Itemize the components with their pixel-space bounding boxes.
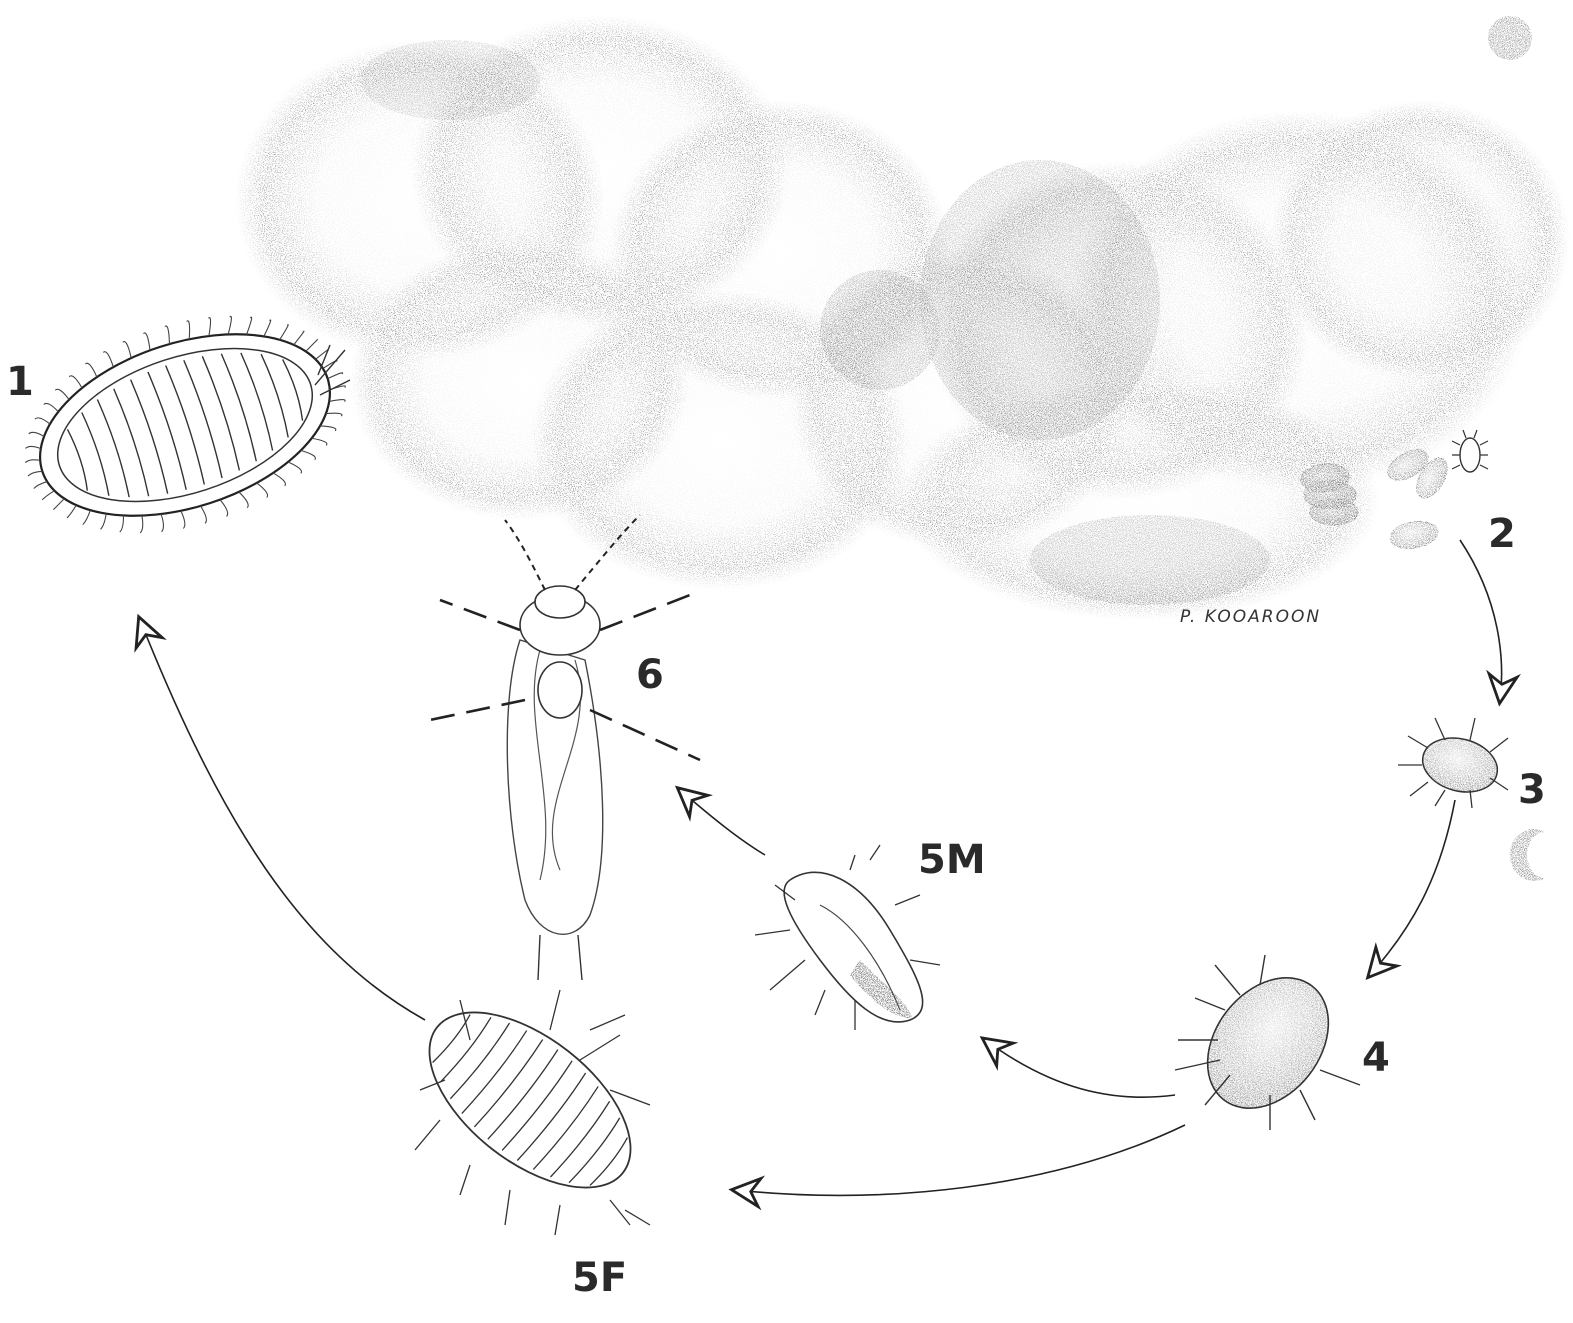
artist-signature: P. KOOAROON <box>1180 607 1321 627</box>
stage-label-5m: 5M <box>918 840 986 880</box>
arrow-4-to-5f <box>735 1125 1185 1195</box>
stage-label-5f: 5F <box>572 1258 627 1298</box>
wax-mass <box>235 15 1570 620</box>
stage-label-2: 2 <box>1488 514 1516 554</box>
stage-label-3: 3 <box>1518 770 1546 810</box>
stage-5m-male-pupa <box>755 845 940 1030</box>
stage-3-crawler <box>1398 718 1508 808</box>
stage-5f-adult-female <box>399 978 661 1235</box>
stage-label-4: 4 <box>1362 1038 1390 1078</box>
arrow-5f-to-1 <box>140 620 425 1020</box>
stage-6-adult-male <box>430 515 700 980</box>
stage-4-nymph <box>1175 954 1360 1132</box>
stage-label-1: 1 <box>6 362 34 402</box>
arrow-3-to-4 <box>1370 800 1455 975</box>
cycle-arrows <box>140 540 1502 1195</box>
arrow-2-to-3 <box>1460 540 1502 700</box>
arrow-5m-to-6 <box>680 790 765 855</box>
stage-1-adult-female <box>17 301 353 550</box>
stage-label-6: 6 <box>636 655 664 695</box>
arrow-4-to-5m <box>985 1040 1175 1097</box>
